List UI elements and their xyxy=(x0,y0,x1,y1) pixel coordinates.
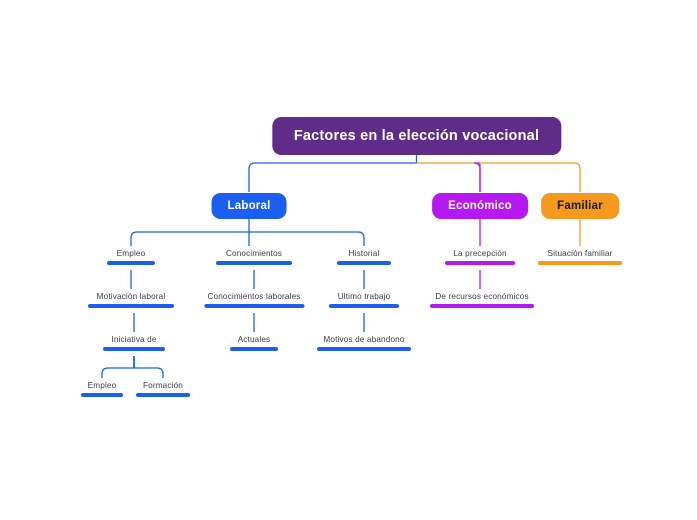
node-empleo-leaf-underline xyxy=(81,393,123,397)
node-root-label: Factores en la elección vocacional xyxy=(293,128,540,144)
node-la-precepcion-underline xyxy=(445,261,515,265)
node-familiar-label: Familiar xyxy=(557,200,603,212)
edge-root-familiar xyxy=(416,162,581,192)
node-familiar[interactable]: Familiar xyxy=(541,193,619,219)
node-conocimientos-underline xyxy=(216,261,292,265)
node-actuales-label: Actuales xyxy=(237,335,271,344)
edge-root-laboral xyxy=(248,162,417,192)
node-conocimientos-laborales-label: Conocimientos laborales xyxy=(207,292,301,301)
node-motivos-de-abandono-underline xyxy=(317,347,411,351)
edge-laboral-empleo xyxy=(130,231,249,246)
node-laboral[interactable]: Laboral xyxy=(211,193,287,219)
node-iniciativa-de-label: Iniciativa de xyxy=(111,335,157,344)
node-formacion-leaf-label: Formación xyxy=(142,381,184,390)
node-formacion-leaf[interactable]: Formación xyxy=(136,380,190,397)
edge-laboral-historial xyxy=(249,231,365,246)
node-conocimientos-label: Conocimientos xyxy=(225,249,283,258)
node-de-recursos-economicos-label: De recursos económicos xyxy=(435,292,529,301)
node-motivos-de-abandono[interactable]: Motivos de abandono xyxy=(317,334,411,351)
node-empleo-leaf-label: Empleo xyxy=(87,381,117,390)
node-empleo-label: Empleo xyxy=(116,249,146,258)
node-iniciativa-de[interactable]: Iniciativa de xyxy=(103,334,165,351)
node-situacion-familiar[interactable]: Situación familiar xyxy=(538,248,622,265)
node-formacion-leaf-underline xyxy=(136,393,190,397)
edge-iniciativa-empleo xyxy=(101,367,134,378)
edge-iniciativa-formacion xyxy=(134,367,164,378)
node-de-recursos-economicos-underline xyxy=(430,304,534,308)
node-actuales[interactable]: Actuales xyxy=(230,334,278,351)
node-motivacion-laboral-label: Motivación laboral xyxy=(96,292,166,301)
node-motivos-de-abandono-label: Motivos de abandono xyxy=(323,335,405,344)
node-historial-underline xyxy=(337,261,391,265)
node-empleo-leaf[interactable]: Empleo xyxy=(81,380,123,397)
node-iniciativa-de-underline xyxy=(103,347,165,351)
node-root[interactable]: Factores en la elección vocacional xyxy=(271,117,562,155)
node-de-recursos-economicos[interactable]: De recursos económicos xyxy=(430,291,534,308)
node-conocimientos[interactable]: Conocimientos xyxy=(216,248,292,265)
node-empleo-underline xyxy=(107,261,155,265)
node-conocimientos-laborales[interactable]: Conocimientos laborales xyxy=(203,291,304,308)
node-ultimo-trabajo-label: Ultimo trabajo xyxy=(337,292,391,301)
node-actuales-underline xyxy=(230,347,278,351)
node-motivacion-laboral-underline xyxy=(88,304,174,308)
node-situacion-familiar-label: Situación familiar xyxy=(547,249,613,258)
node-motivacion-laboral[interactable]: Motivación laboral xyxy=(88,291,174,308)
edge-root-economico-corner xyxy=(473,162,481,192)
node-laboral-label: Laboral xyxy=(227,200,271,212)
node-situacion-familiar-underline xyxy=(538,261,622,265)
node-la-precepcion[interactable]: La precepción xyxy=(445,248,515,265)
node-ultimo-trabajo[interactable]: Ultimo trabajo xyxy=(329,291,399,308)
node-historial[interactable]: Historial xyxy=(337,248,391,265)
node-la-precepcion-label: La precepción xyxy=(453,249,507,258)
node-conocimientos-laborales-underline xyxy=(203,304,304,308)
node-economico[interactable]: Económico xyxy=(432,193,528,219)
node-economico-label: Económico xyxy=(448,200,512,212)
node-ultimo-trabajo-underline xyxy=(329,304,399,308)
node-historial-label: Historial xyxy=(348,249,380,258)
node-empleo[interactable]: Empleo xyxy=(107,248,155,265)
